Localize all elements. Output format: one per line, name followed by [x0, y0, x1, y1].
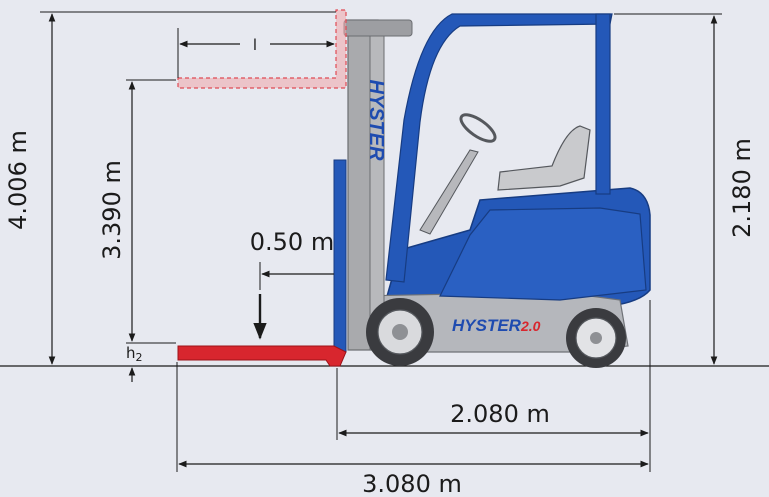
rear-wheel: [566, 308, 626, 368]
overall-height-label: 4.006 m: [4, 130, 32, 230]
forklift-truck: HYSTER HYSTER2.0: [177, 9, 651, 368]
steering-wheel: [459, 113, 497, 143]
body-panel: [439, 207, 647, 301]
overall-length-label: 3.080 m: [362, 470, 462, 497]
mast-inner: [369, 29, 385, 351]
lowered-forks: [177, 345, 347, 367]
operator-seat: [497, 125, 591, 191]
mast-top-crossbar: [343, 19, 413, 37]
fork-length-label: l: [253, 36, 257, 54]
guard-rear-post: [595, 13, 611, 195]
body-brand-label: HYSTER2.0: [452, 316, 541, 335]
raised-forks: [177, 9, 347, 89]
front-wheel: [366, 298, 434, 366]
length-to-face-label: 2.080 m: [450, 400, 550, 428]
load-center-label: 0.50 m: [250, 228, 334, 256]
guard-height-label: 2.180 m: [728, 138, 756, 238]
free-height-label: h2: [126, 344, 143, 364]
lift-height-label: 3.390 m: [98, 160, 126, 260]
mast-brand-label: HYSTER: [365, 79, 387, 161]
fork-carriage: [333, 159, 347, 353]
steering-column: [419, 149, 479, 235]
overhead-guard: [385, 13, 613, 283]
